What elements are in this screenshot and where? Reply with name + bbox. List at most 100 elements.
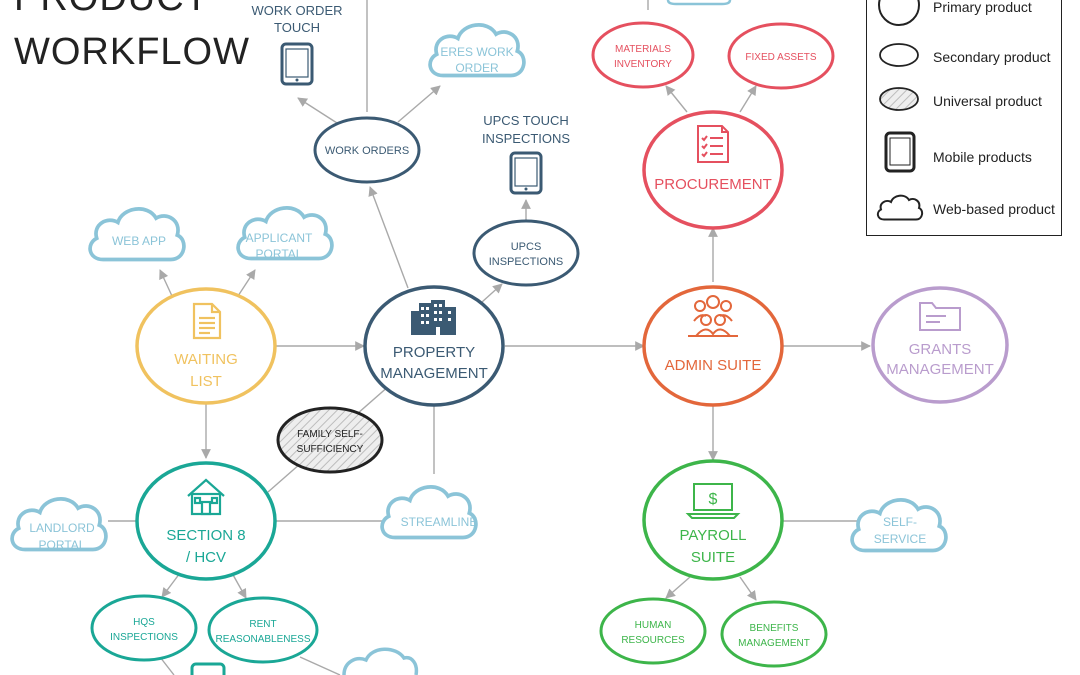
node-upcs-inspections[interactable]: UPCS INSPECTIONS: [472, 219, 580, 287]
partial-cloud-top: [666, 0, 732, 6]
cloud-self-service[interactable]: SELF- SERVICE: [852, 500, 946, 551]
building-icon: [411, 300, 456, 335]
title-line-2: WORKFLOW: [14, 31, 250, 73]
node-label-line-2: SUITE: [691, 549, 735, 566]
cloud-icon: [382, 487, 476, 538]
legend-label: Primary product: [933, 0, 1032, 15]
cloud-label: STREAMLINE: [401, 515, 478, 529]
tablet-icon: [280, 42, 314, 86]
node-section8-hcv[interactable]: SECTION 8 / HCV: [135, 461, 277, 581]
tablet-icon: [509, 151, 543, 195]
legend-item-mobile: Mobile products: [867, 131, 1063, 173]
mobile-work-order-touch[interactable]: WORK ORDER TOUCH: [252, 3, 343, 86]
cloud-label-line-1: ERES WORK: [440, 45, 513, 59]
node-label-line-1: UPCS: [511, 241, 542, 253]
document-icon: [192, 302, 222, 340]
mobile-label-line-1: WORK ORDER: [252, 3, 343, 18]
node-label-line-1: BENEFITS: [750, 623, 799, 634]
tablet-icon: [190, 662, 226, 675]
node-label: WORK ORDERS: [325, 145, 409, 157]
arrow-section8-to-hqs: [161, 572, 181, 598]
arrow-pm-to-workorders: [368, 186, 409, 289]
node-label-line-2: LIST: [190, 373, 222, 390]
folder-icon: [919, 302, 961, 331]
node-label-line-2: REASONABLENESS: [215, 634, 310, 645]
node-procurement[interactable]: PROCUREMENT: [642, 110, 784, 230]
arrow-waiting-to-webapp: [159, 269, 173, 297]
secondary-ellipse-icon: [879, 43, 919, 67]
node-benefits-management[interactable]: BENEFITS MANAGEMENT: [720, 600, 828, 668]
node-label-line-2: INSPECTIONS: [489, 256, 564, 268]
node-label-line-2: SUFFICIENCY: [297, 444, 364, 455]
node-label-line-2: MANAGEMENT: [380, 365, 488, 382]
mobile-label-line-1: UPCS TOUCH: [483, 113, 568, 128]
legend-label: Secondary product: [933, 49, 1051, 65]
node-admin-suite[interactable]: ADMIN SUITE: [642, 285, 784, 407]
node-label-line-1: RENT: [249, 619, 276, 630]
node-label: FIXED ASSETS: [745, 52, 816, 63]
cloud-label-line-1: SELF-: [883, 515, 917, 529]
arrow-procurement-to-materials: [665, 85, 688, 113]
node-work-orders[interactable]: WORK ORDERS: [313, 116, 421, 184]
legend-item-secondary: Secondary product: [867, 39, 1063, 79]
node-human-resources[interactable]: HUMAN RESOURCES: [599, 597, 707, 665]
cloud-icon: [342, 647, 419, 675]
node-label-line-1: MATERIALS: [615, 44, 671, 55]
cloud-label: WEB APP: [112, 234, 166, 248]
mobile-label-line-2: TOUCH: [274, 20, 320, 35]
node-hqs-inspections[interactable]: HQS INSPECTIONS: [90, 594, 198, 662]
node-label-line-1: WAITING: [174, 351, 238, 368]
node-family-self-sufficiency[interactable]: FAMILY SELF- SUFFICIENCY: [276, 406, 384, 474]
legend-label: Universal product: [933, 93, 1042, 109]
arrow-workorders-to-eres: [397, 85, 441, 123]
node-label: PROCUREMENT: [654, 176, 772, 193]
cloud-eres-work-order[interactable]: ERES WORK ORDER: [430, 25, 524, 76]
node-label-line-1: PROPERTY: [393, 344, 475, 361]
cloud-applicant-portal[interactable]: APPLICANT PORTAL: [238, 208, 332, 261]
node-label-line-1: HUMAN: [635, 620, 672, 631]
house-icon: [187, 478, 225, 516]
arrow-procurement-to-fixed: [739, 85, 757, 113]
tablet-icon: [884, 131, 916, 173]
hatched-ellipse-icon: [879, 87, 919, 111]
cloud-landlord-portal[interactable]: LANDLORD PORTAL: [12, 499, 106, 552]
node-label-line-1: HQS: [133, 617, 155, 628]
node-payroll-suite[interactable]: $ PAYROLL SUITE: [642, 459, 784, 581]
cloud-label-line-1: APPLICANT: [246, 231, 313, 245]
cloud-web-app[interactable]: WEB APP: [90, 209, 184, 260]
node-label-line-2: INVENTORY: [614, 59, 672, 70]
cloud-label-line-2: SERVICE: [874, 532, 926, 546]
cloud-streamline[interactable]: STREAMLINE: [382, 487, 477, 538]
diagram-title: PRODUCT WORKFLOW: [14, 0, 250, 73]
node-label-line-2: MANAGEMENT: [738, 638, 810, 649]
node-label-line-2: / HCV: [186, 549, 226, 566]
svg-text:$: $: [709, 491, 718, 508]
team-icon: [688, 295, 738, 337]
arrow-pm-to-upcs: [481, 283, 503, 303]
legend-label: Web-based product: [933, 201, 1055, 217]
mobile-upcs-touch-inspections[interactable]: UPCS TOUCH INSPECTIONS: [482, 113, 570, 195]
node-property-management[interactable]: PROPERTY MANAGEMENT: [363, 285, 505, 407]
cloud-icon: [876, 194, 924, 221]
cloud-label-line-2: PORTAL: [256, 247, 303, 261]
arrow-waiting-to-applicant: [237, 269, 256, 297]
node-fixed-assets[interactable]: FIXED ASSETS: [727, 22, 835, 90]
node-label-line-2: RESOURCES: [621, 635, 685, 646]
connector-rent-down: [299, 656, 341, 675]
arrow-section8-to-rent: [231, 572, 247, 599]
legend-label: Mobile products: [933, 149, 1032, 165]
legend-item-universal: Universal product: [867, 83, 1063, 123]
checklist-icon: [697, 125, 729, 163]
node-materials-inventory[interactable]: MATERIALS INVENTORY: [591, 21, 695, 89]
node-waiting-list[interactable]: WAITING LIST: [135, 287, 277, 405]
node-label: ADMIN SUITE: [665, 357, 762, 374]
arrow-payroll-to-benefits: [739, 576, 757, 601]
node-label-line-2: MANAGEMENT: [886, 361, 994, 378]
primary-circle-icon: [878, 0, 920, 26]
arrow-workorders-to-tablet: [297, 97, 338, 124]
node-rent-reasonableness[interactable]: RENT REASONABLENESS: [207, 596, 319, 664]
cloud-label-line-1: LANDLORD: [29, 521, 95, 535]
node-label-line-1: FAMILY SELF-: [297, 429, 363, 440]
node-grants-management[interactable]: GRANTS MANAGEMENT: [871, 286, 1009, 404]
